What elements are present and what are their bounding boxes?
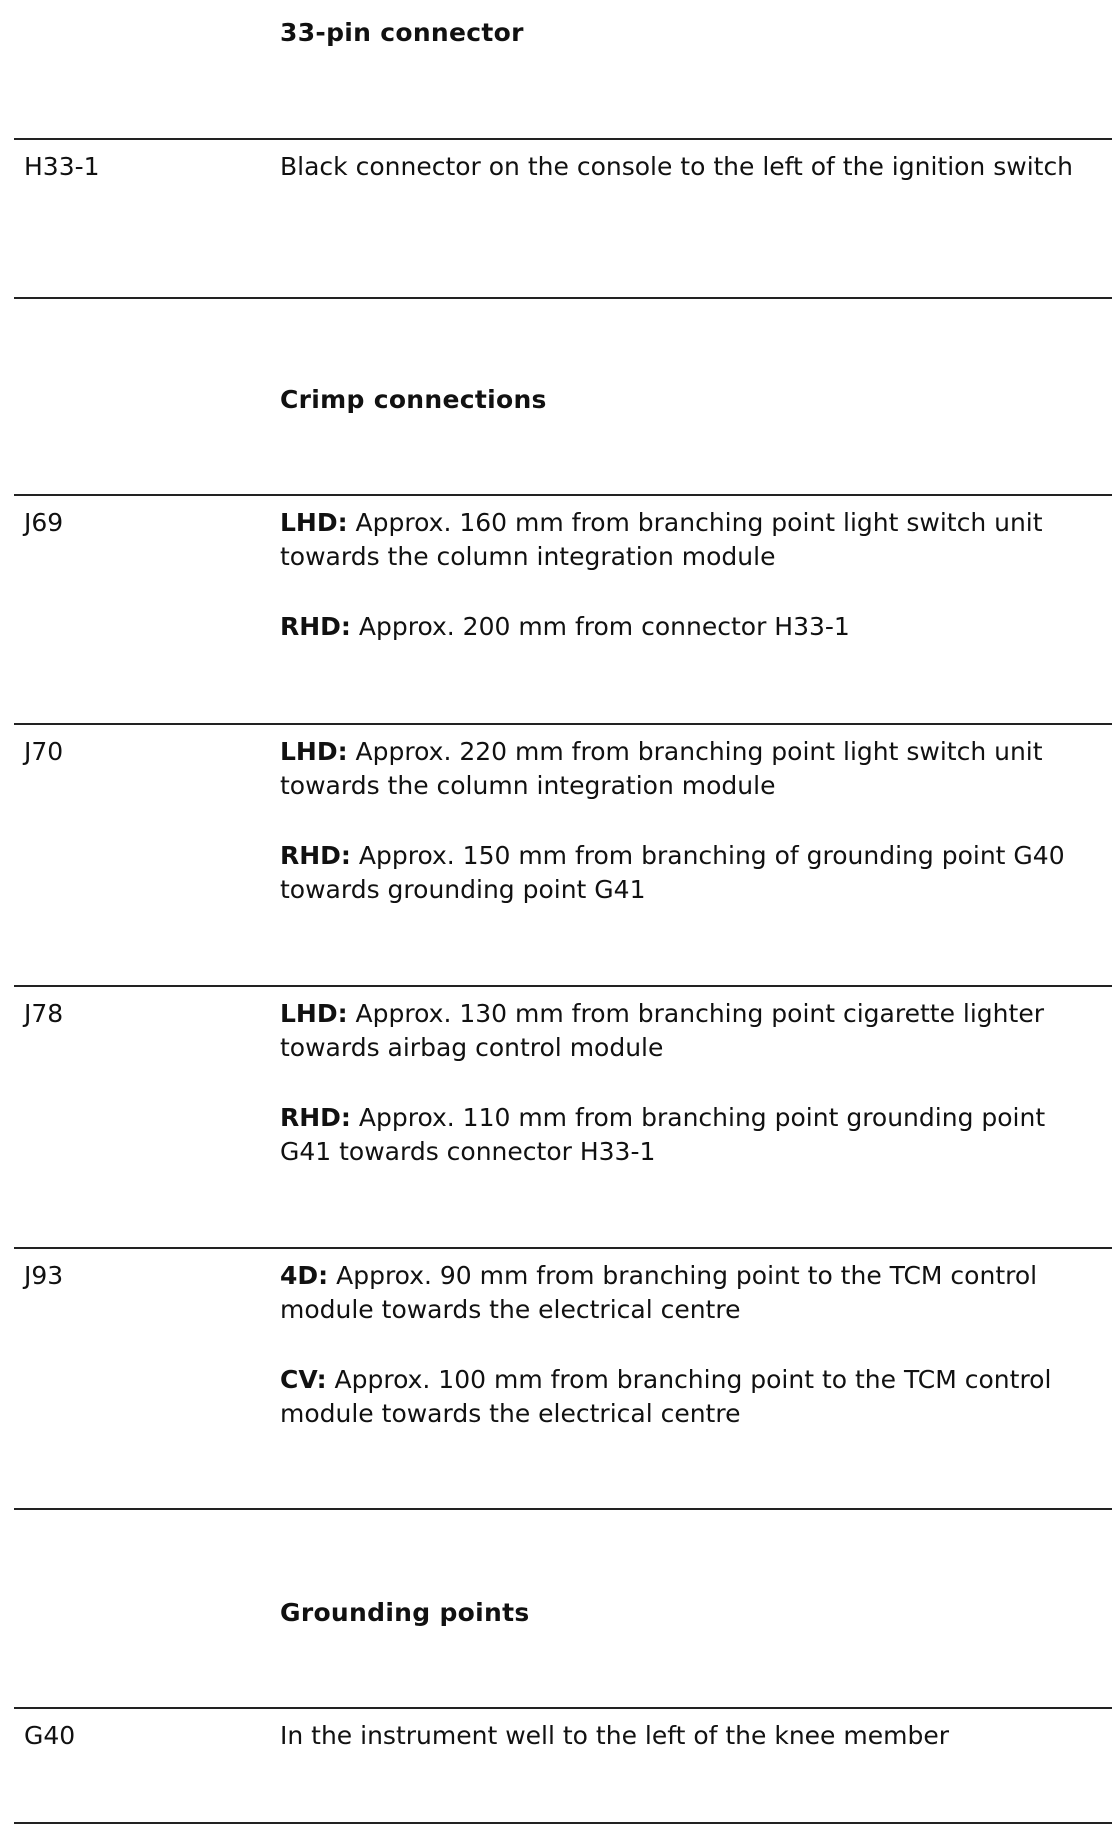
divider (14, 1508, 1112, 1510)
divider (14, 1247, 1112, 1249)
section-heading-crimp: Crimp connections (280, 385, 547, 414)
row-code-j69: J69 (24, 508, 64, 537)
row-code-j93: J93 (24, 1261, 64, 1290)
lhd-note: LHD: Approx. 220 mm from branching point… (280, 735, 1100, 803)
divider (14, 494, 1112, 496)
note-text: Approx. 200 mm from connector H33-1 (350, 612, 850, 641)
divider (14, 138, 1112, 140)
divider (14, 1822, 1112, 1824)
row-code-h33-1: H33-1 (24, 152, 100, 181)
lhd-note: LHD: Approx. 130 mm from branching point… (280, 997, 1100, 1065)
note-tag: RHD: (280, 1103, 351, 1132)
row-desc-j78: LHD: Approx. 130 mm from branching point… (280, 997, 1100, 1169)
row-desc-h33-1: Black connector on the console to the le… (280, 150, 1100, 184)
divider (14, 1707, 1112, 1709)
note-text: Approx. 110 mm from branching point grou… (280, 1103, 1046, 1166)
row-code-g40: G40 (24, 1721, 76, 1750)
description-text: In the instrument well to the left of th… (280, 1721, 949, 1750)
note-text: Approx. 130 mm from branching point ciga… (280, 999, 1044, 1062)
row-desc-j70: LHD: Approx. 220 mm from branching point… (280, 735, 1100, 907)
row-desc-g40: In the instrument well to the left of th… (280, 1719, 1100, 1753)
4d-note: 4D: Approx. 90 mm from branching point t… (280, 1259, 1100, 1327)
divider (14, 297, 1112, 299)
section-heading-connector: 33-pin connector (280, 18, 524, 47)
row-desc-j69: LHD: Approx. 160 mm from branching point… (280, 506, 1100, 644)
divider (14, 723, 1112, 725)
note-tag: LHD: (280, 737, 348, 766)
note-text: Approx. 100 mm from branching point to t… (280, 1365, 1052, 1428)
section-heading-grounding: Grounding points (280, 1598, 530, 1627)
divider (14, 985, 1112, 987)
note-tag: LHD: (280, 999, 348, 1028)
cv-note: CV: Approx. 100 mm from branching point … (280, 1363, 1100, 1431)
note-tag: LHD: (280, 508, 348, 537)
row-desc-j93: 4D: Approx. 90 mm from branching point t… (280, 1259, 1100, 1431)
lhd-note: LHD: Approx. 160 mm from branching point… (280, 506, 1100, 574)
rhd-note: RHD: Approx. 110 mm from branching point… (280, 1101, 1100, 1169)
rhd-note: RHD: Approx. 200 mm from connector H33-1 (280, 610, 1100, 644)
row-code-j78: J78 (24, 999, 64, 1028)
note-tag: CV: (280, 1365, 327, 1394)
note-tag: RHD: (280, 612, 351, 641)
note-text: Approx. 160 mm from branching point ligh… (280, 508, 1043, 571)
note-tag: RHD: (280, 841, 351, 870)
note-text: Approx. 90 mm from branching point to th… (280, 1261, 1038, 1324)
note-tag: 4D: (280, 1261, 329, 1290)
note-text: Approx. 150 mm from branching of groundi… (280, 841, 1065, 904)
rhd-note: RHD: Approx. 150 mm from branching of gr… (280, 839, 1100, 907)
row-code-j70: J70 (24, 737, 64, 766)
note-text: Approx. 220 mm from branching point ligh… (280, 737, 1043, 800)
description-text: Black connector on the console to the le… (280, 152, 1074, 181)
